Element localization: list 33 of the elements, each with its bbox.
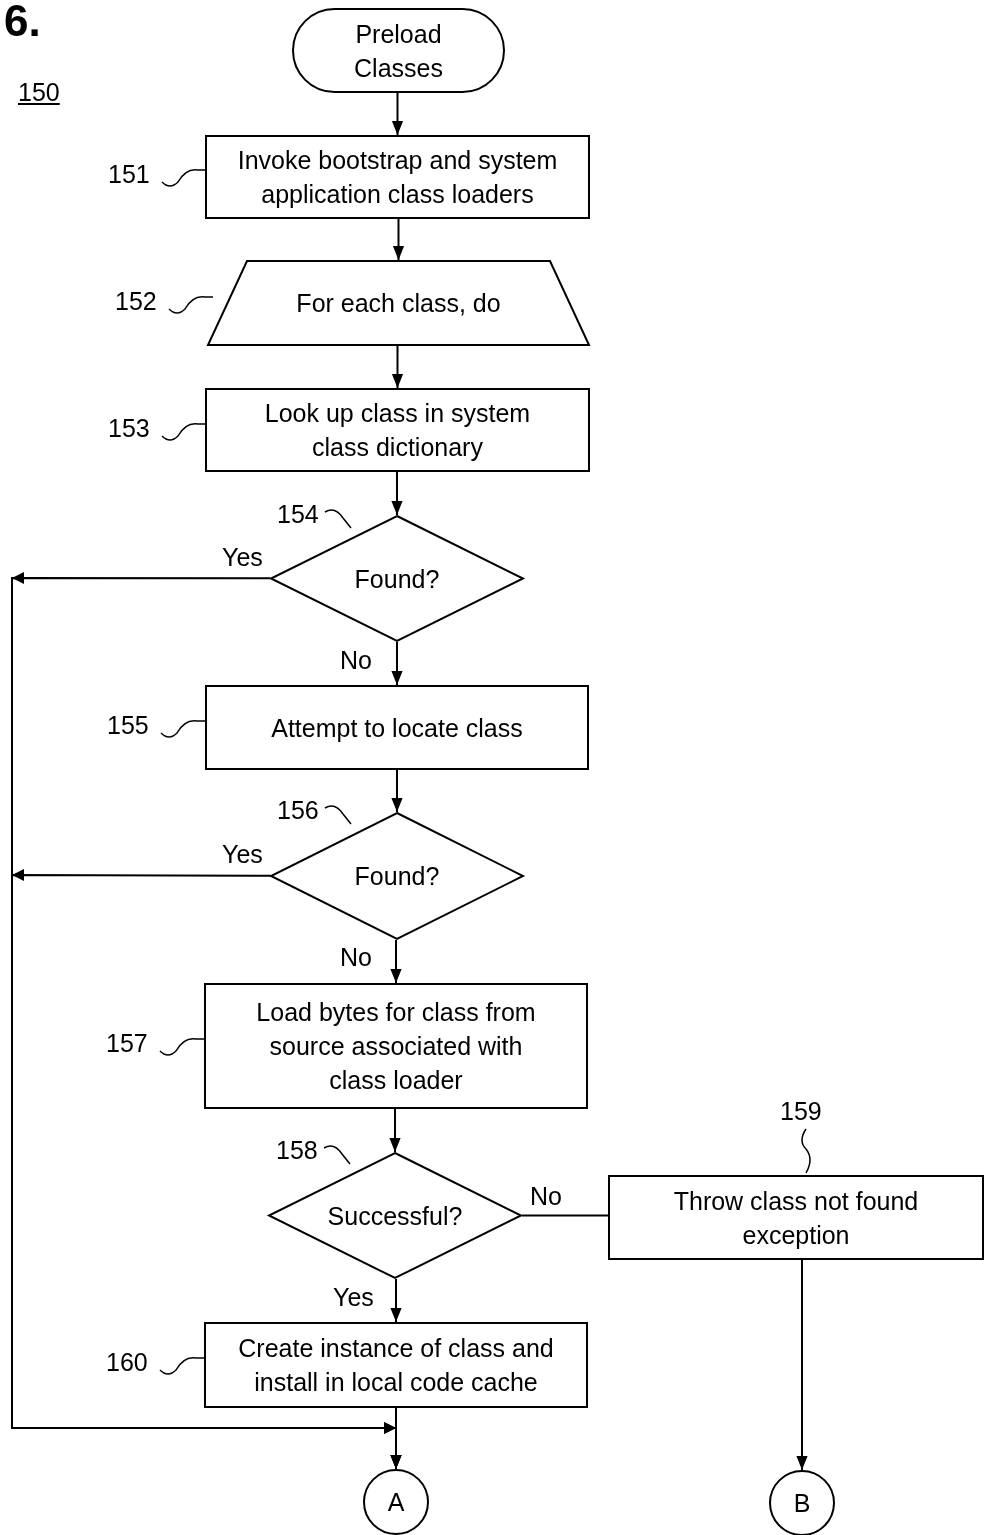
- process-box: [204, 983, 588, 1109]
- reference-number: 153: [108, 414, 150, 442]
- step-text: B: [792, 1488, 812, 1519]
- step-text: Look up class in system class dictionary: [263, 398, 532, 463]
- process-box: [204, 1322, 588, 1408]
- process-box: [205, 388, 590, 472]
- reference-number: 158: [276, 1136, 318, 1164]
- step-text: Attempt to locate class: [270, 712, 524, 744]
- process-box: [608, 1175, 984, 1260]
- figure-number: 6.: [4, 0, 41, 42]
- step-text: Invoke bootstrap and system application class loaders: [236, 145, 559, 210]
- reference-number: 154: [277, 500, 319, 528]
- step-text: Create instance of class and install in local code cache: [237, 1333, 555, 1398]
- reference-number: 159: [780, 1097, 822, 1125]
- reference-number: 160: [106, 1348, 148, 1376]
- step-text: Preload Classes: [353, 18, 444, 84]
- reference-number: 157: [106, 1029, 148, 1057]
- reference-number: 151: [108, 160, 150, 188]
- reference-number: 156: [277, 796, 319, 824]
- process-box: [205, 685, 589, 770]
- connector-circle: [363, 1469, 429, 1535]
- step-text: Throw class not found exception: [672, 1185, 920, 1251]
- process-box: [205, 135, 590, 219]
- reference-number: 155: [107, 711, 149, 739]
- loop-box: [207, 260, 590, 346]
- step-text: For each class, do: [295, 288, 502, 319]
- reference-number: 152: [115, 287, 157, 315]
- step-text: Successful?: [326, 1200, 464, 1232]
- step-text: A: [386, 1487, 406, 1518]
- step-text: Found?: [353, 861, 441, 892]
- step-text: Load bytes for class from source associated with class loader: [255, 997, 537, 1096]
- reference-number: 150: [18, 78, 60, 106]
- step-text: Found?: [353, 563, 441, 595]
